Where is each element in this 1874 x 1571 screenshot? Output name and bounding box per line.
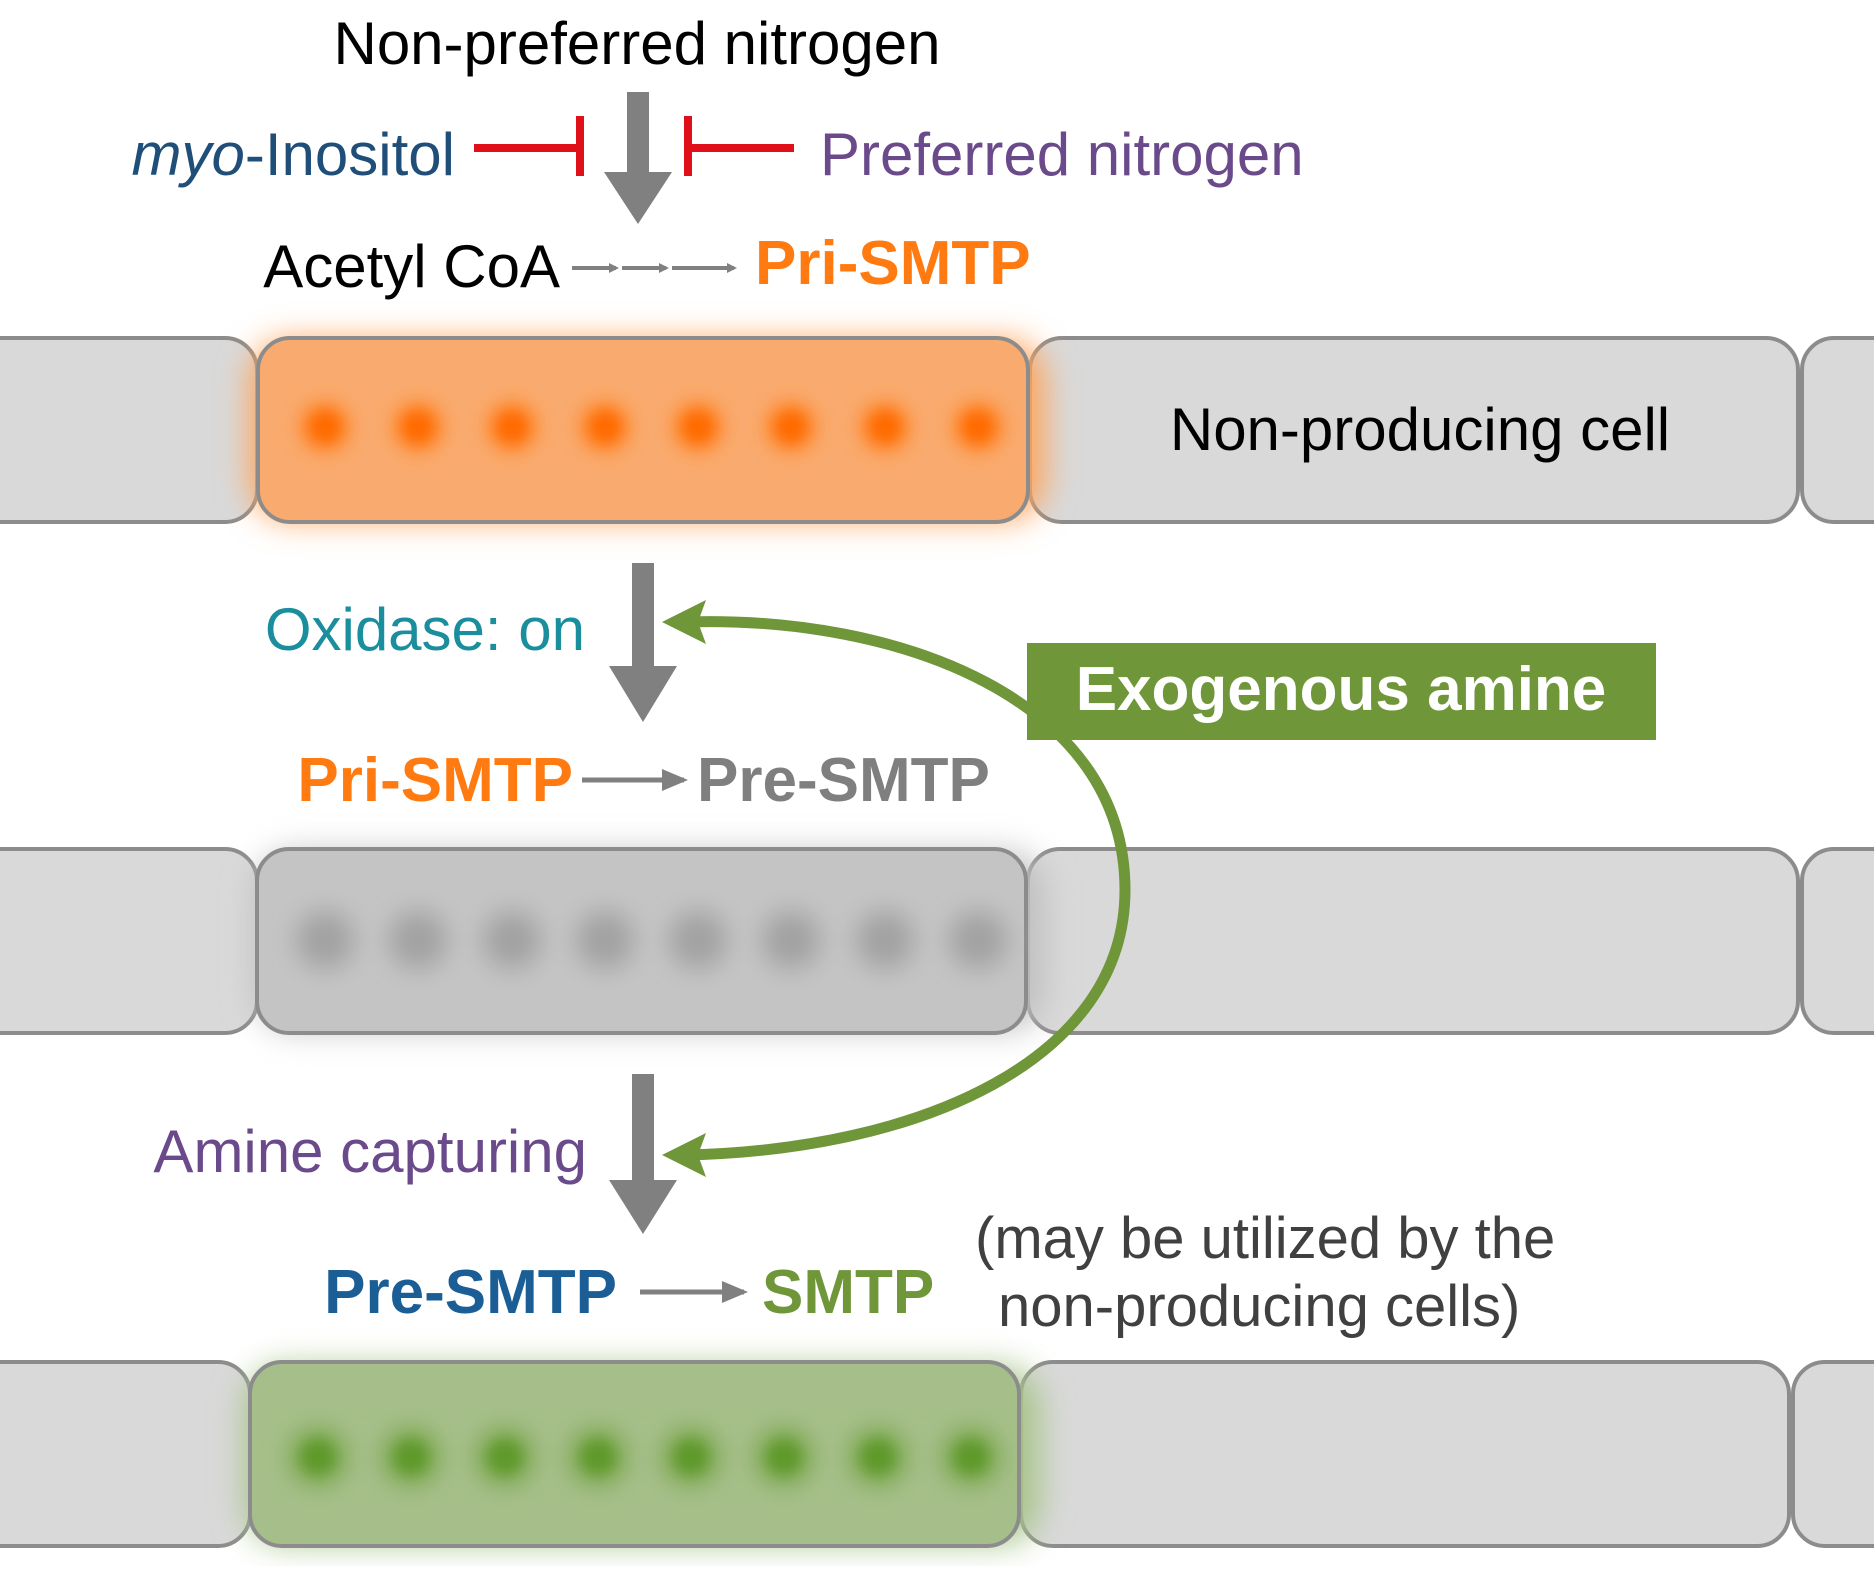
non-producing-cell-label: Non-producing cell: [1170, 396, 1670, 463]
cell-right: [1026, 847, 1800, 1035]
cell-edge-partial: [1800, 847, 1874, 1035]
down-arrow-icon: [609, 1074, 677, 1234]
smtp-label: SMTP: [762, 1258, 934, 1327]
producing-cell-green: [248, 1360, 1021, 1548]
smtp-granule-cores-green: [299, 1438, 990, 1476]
t-bar-inhibition-icon: [684, 116, 794, 176]
inositol-suffix: -Inositol: [245, 121, 455, 188]
cell-row-1: Non-producing cell: [0, 336, 1874, 524]
smtp-granule-cores-orange: [307, 409, 996, 445]
exogenous-amine-box: Exogenous amine: [1027, 643, 1656, 740]
cell-left-partial: [0, 847, 259, 1035]
cell-left-partial: [0, 1360, 252, 1548]
acetyl-coa-label: Acetyl CoA: [263, 233, 560, 300]
down-arrow-icon: [609, 563, 677, 722]
cell-row-2: [0, 847, 1874, 1035]
cell-right: [1019, 1360, 1791, 1548]
cell-edge-partial: [1800, 336, 1874, 524]
arrowhead-lower-icon: [662, 1133, 706, 1177]
pri-smtp-label-middle: Pri-SMTP: [297, 746, 573, 815]
pre-smtp-label-bottom: Pre-SMTP: [324, 1258, 617, 1327]
amine-capturing-label: Amine capturing: [153, 1118, 587, 1185]
cell-edge-partial: [1791, 1360, 1874, 1548]
utilization-note-line1: (may be utilized by the: [975, 1206, 1555, 1271]
oxidase-on-label: Oxidase: on: [265, 596, 585, 663]
myo-prefix: myo: [132, 121, 245, 188]
pri-smtp-label-top: Pri-SMTP: [755, 229, 1031, 298]
pre-smtp-label-middle: Pre-SMTP: [697, 746, 990, 815]
t-bar-inhibition-icon: [474, 116, 584, 176]
myo-inositol-label: myo-Inositol: [132, 121, 455, 188]
producing-cell-orange: [256, 336, 1030, 524]
producing-cell-gray: [255, 847, 1028, 1035]
preferred-nitrogen-label: Preferred nitrogen: [820, 121, 1304, 188]
exogenous-amine-label: Exogenous amine: [1076, 655, 1607, 724]
utilization-note-line2: non-producing cells): [998, 1274, 1520, 1339]
curved-arrow-icon: [679, 616, 1131, 1161]
smtp-granule-cores-gray: [307, 922, 996, 958]
cell-row-3: [0, 1360, 1874, 1548]
down-arrow-icon: [604, 92, 672, 224]
cell-left-partial: [0, 336, 259, 524]
arrowhead-upper-icon: [662, 600, 706, 644]
non-preferred-nitrogen-label: Non-preferred nitrogen: [333, 10, 940, 77]
